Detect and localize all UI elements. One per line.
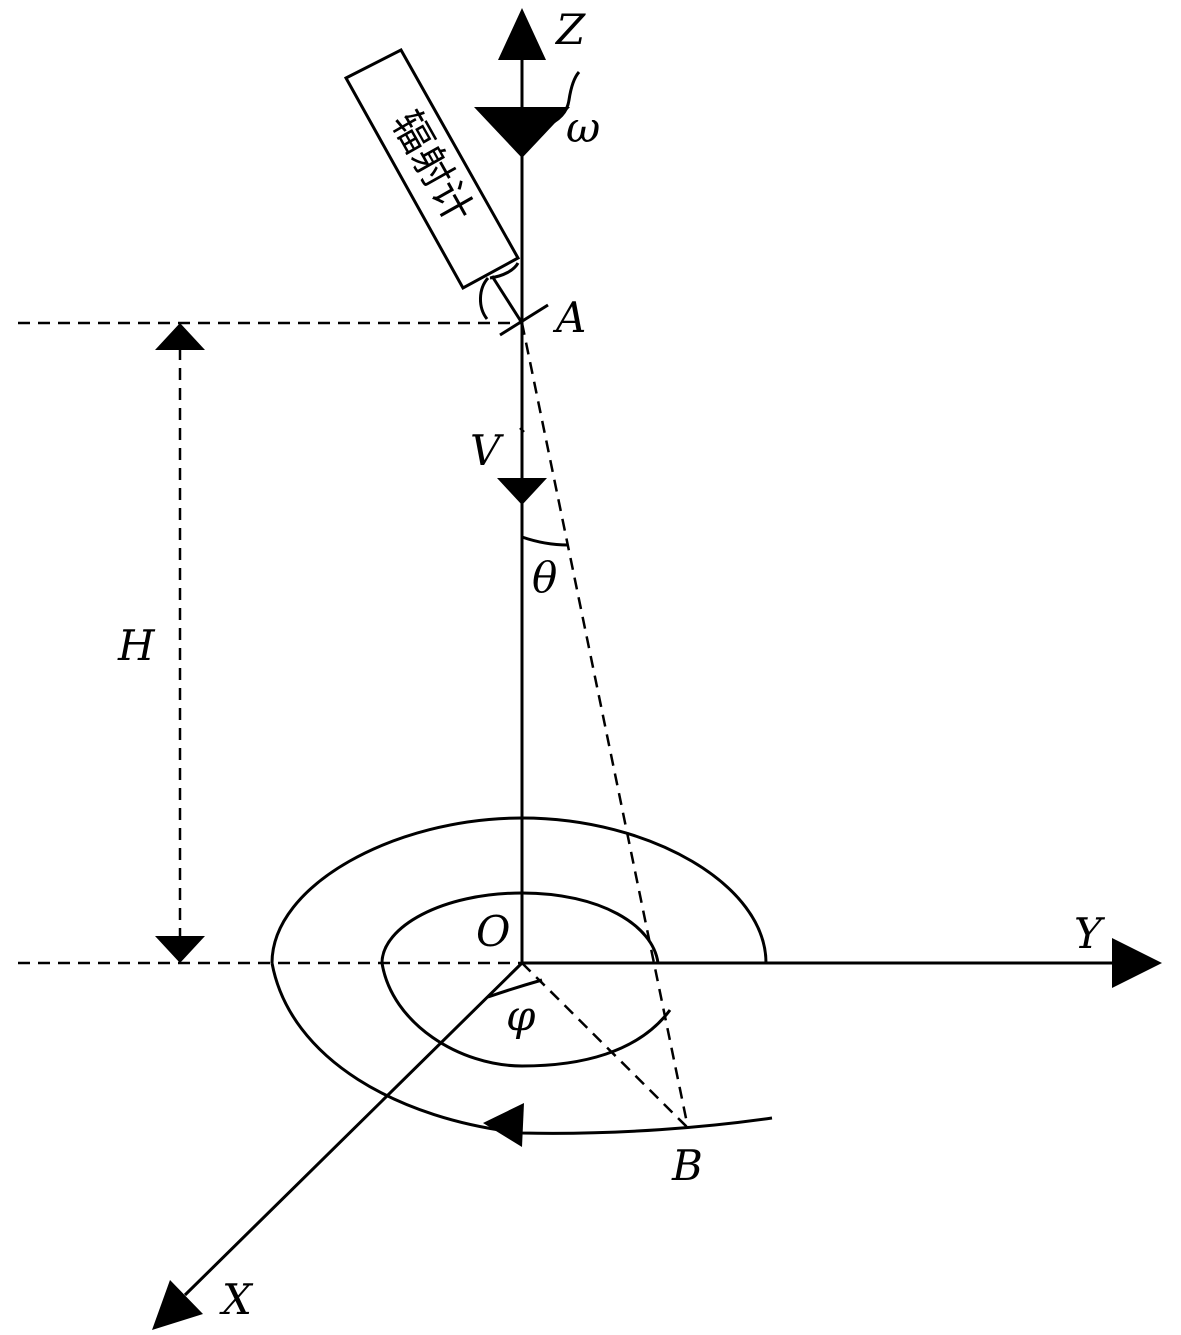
theta-arc [521, 535, 569, 547]
height-arrowhead-bottom [155, 936, 205, 963]
radiometer-boresight [490, 275, 524, 324]
outer-scan-ellipse-back [270, 816, 768, 964]
x-axis-arrowhead [152, 1280, 203, 1330]
rotation-omega-indicator: ω [474, 71, 600, 158]
y-axis-arrowhead [1112, 938, 1162, 988]
height-arrowhead-top [155, 323, 205, 350]
velocity-vector: V [470, 426, 547, 505]
scan-direction-arrowhead [483, 1103, 524, 1147]
radiometer-aperture-arc [489, 262, 520, 280]
y-axis-label: Y [1074, 909, 1106, 958]
theta-label: θ [532, 553, 557, 602]
point-b-label: B [671, 1141, 703, 1190]
y-axis: Y [522, 909, 1162, 988]
x-axis: X [152, 961, 524, 1330]
origin-label: O [476, 907, 510, 956]
point-a-label: A [552, 293, 586, 342]
omega-label: ω [566, 103, 600, 152]
scan-pattern [270, 816, 773, 1147]
rotation-arrowhead [474, 107, 570, 158]
phi-label: φ [506, 991, 536, 1040]
velocity-tick [519, 427, 525, 433]
azimuth-line [521, 962, 689, 1129]
radiometer-swivel-arc [478, 276, 490, 320]
phi-arc [487, 978, 543, 999]
z-axis: Z [498, 5, 586, 963]
inner-scan-ellipse-back [380, 891, 660, 964]
height-dimension: H [18, 321, 522, 965]
z-axis-arrowhead [498, 8, 546, 60]
radiometer: 辐射计 [343, 48, 524, 324]
point-a-tick [499, 303, 549, 337]
origin: O φ [476, 907, 689, 1129]
velocity-label: V [470, 426, 504, 475]
z-axis-label: Z [554, 5, 586, 54]
point-a: A [499, 293, 586, 342]
radiometer-box [343, 48, 521, 291]
line-of-sight: θ [520, 322, 690, 1129]
velocity-arrowhead [497, 478, 547, 505]
height-label: H [117, 621, 156, 670]
x-axis-label: X [219, 1275, 254, 1324]
inner-scan-ellipse-front [380, 962, 672, 1068]
los-line [520, 322, 690, 1129]
